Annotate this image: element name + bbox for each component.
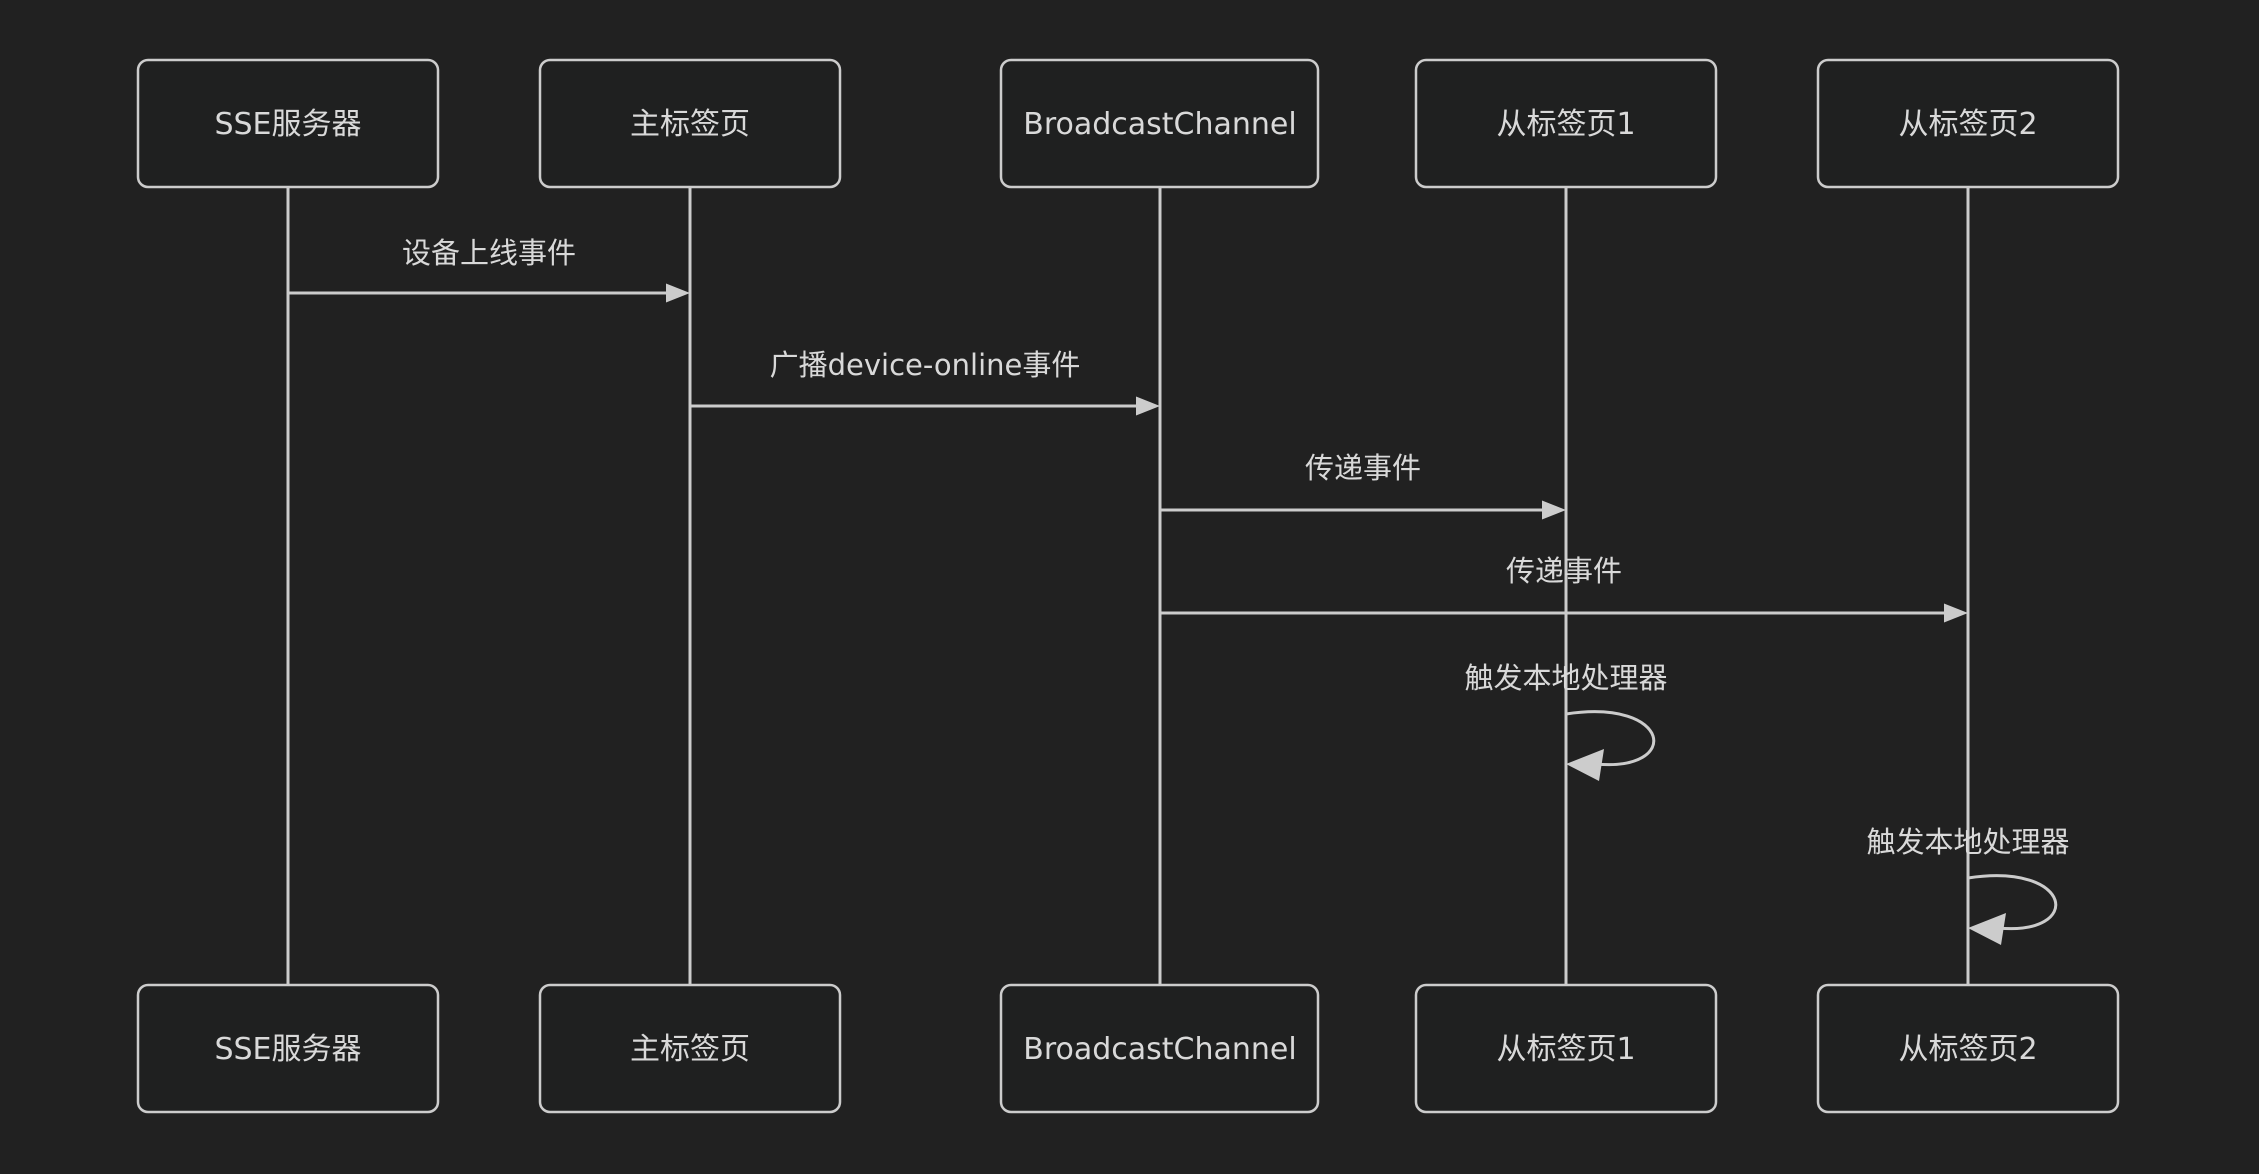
actor-label: SSE服务器 (214, 1032, 361, 1067)
actor-label: 从标签页1 (1496, 107, 1635, 142)
actor-label: 主标签页 (630, 107, 750, 142)
arrowhead-icon (1542, 500, 1566, 520)
arrowhead-icon (1136, 396, 1160, 416)
message-label: 设备上线事件 (402, 236, 576, 270)
actor-box (538, 983, 842, 1114)
actor-box (136, 983, 440, 1114)
arrowhead-icon (1566, 749, 1604, 781)
self-message-trigger-local-handler-2: 触发本地处理器 (1866, 825, 2070, 945)
actor-bottom-slave-tab-1: 从标签页1 (1414, 983, 1718, 1114)
message-label: 触发本地处理器 (1866, 825, 2069, 859)
actor-top-main-tab: 主标签页 (538, 58, 842, 189)
actor-bottom-slave-tab-2: 从标签页2 (1816, 983, 2120, 1114)
actor-box (999, 58, 1320, 189)
self-message-trigger-local-handler-1: 触发本地处理器 (1464, 661, 1668, 781)
message-label: 触发本地处理器 (1464, 661, 1667, 695)
message-relay-event-2: 传递事件 (1160, 554, 1968, 623)
message-label: 广播device-online事件 (770, 348, 1081, 382)
actor-box (1414, 983, 1718, 1114)
actor-box (1816, 58, 2120, 189)
actor-label: 从标签页1 (1496, 1032, 1635, 1067)
actor-bottom-sse-server: SSE服务器 (136, 983, 440, 1114)
message-label: 传递事件 (1506, 554, 1622, 588)
actor-top-slave-tab-1: 从标签页1 (1414, 58, 1718, 189)
actor-label: 主标签页 (630, 1032, 750, 1067)
message-relay-event-1: 传递事件 (1160, 451, 1566, 520)
actor-label: BroadcastChannel (1023, 1032, 1296, 1067)
self-loop-curve (1565, 710, 1656, 767)
actor-box (1816, 983, 2120, 1114)
actor-bottom-broadcast-channel: BroadcastChannel (999, 983, 1320, 1114)
actor-box (999, 983, 1320, 1114)
actor-label: SSE服务器 (214, 107, 361, 142)
actor-label: BroadcastChannel (1023, 107, 1296, 142)
actor-box (538, 58, 842, 189)
actor-top-broadcast-channel: BroadcastChannel (999, 58, 1320, 189)
actor-top-slave-tab-2: 从标签页2 (1816, 58, 2120, 189)
actor-box (1414, 58, 1718, 189)
actor-label: 从标签页2 (1898, 1032, 2037, 1067)
arrowhead-icon (1944, 603, 1968, 623)
message-device-online-event: 设备上线事件 (288, 236, 690, 303)
message-broadcast-device-online: 广播device-online事件 (690, 348, 1160, 416)
message-label: 传递事件 (1305, 451, 1421, 485)
arrowhead-icon (1968, 913, 2006, 945)
arrowhead-icon (666, 283, 690, 303)
self-loop-curve (1967, 874, 2058, 931)
actor-top-sse-server: SSE服务器 (136, 58, 440, 189)
actor-box (136, 58, 440, 189)
actor-bottom-main-tab: 主标签页 (538, 983, 842, 1114)
actor-label: 从标签页2 (1898, 107, 2037, 142)
